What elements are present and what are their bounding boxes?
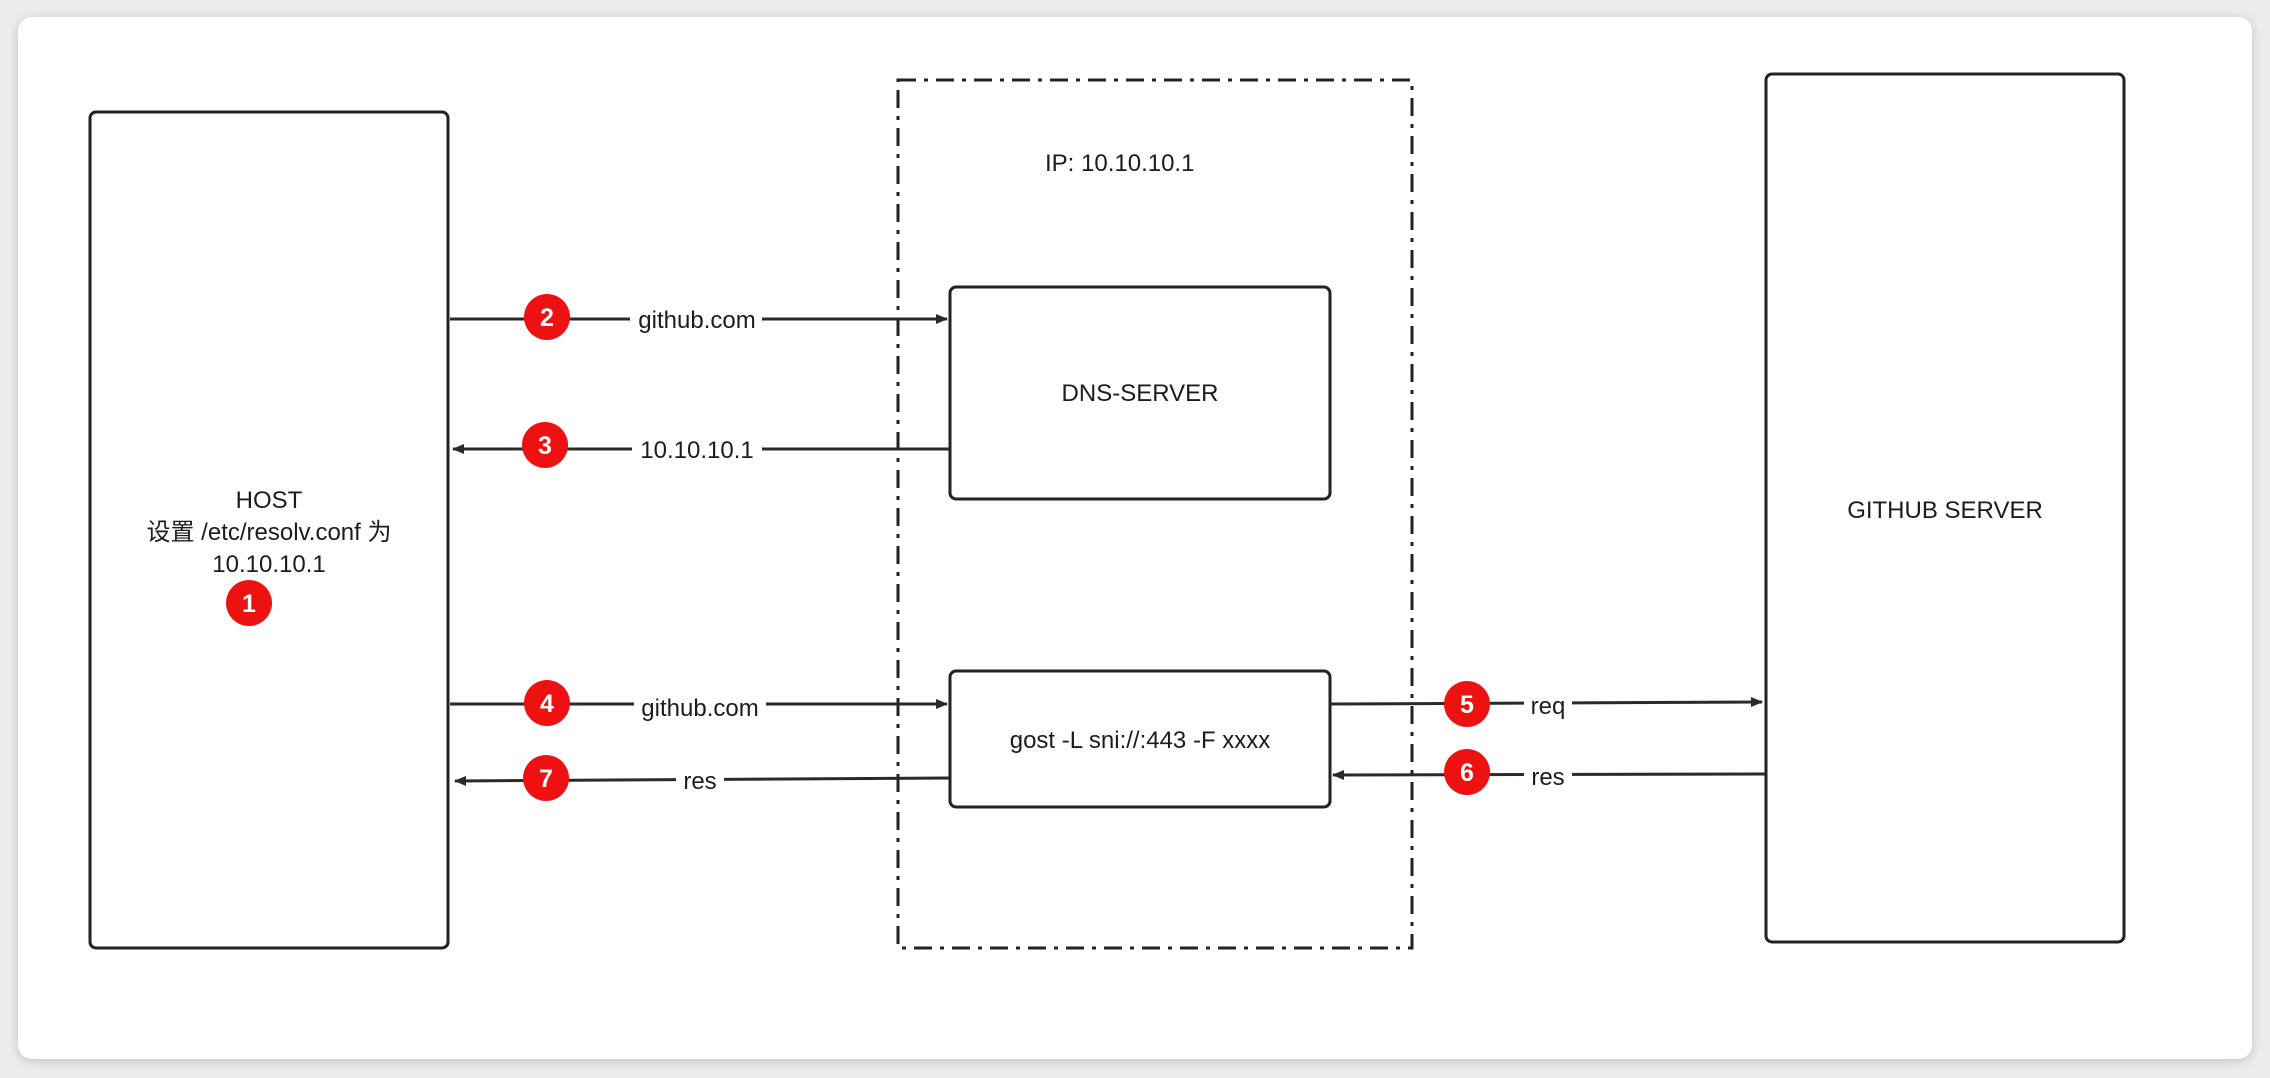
flow-3-dns-response: 10.10.10.1 3 — [452, 422, 950, 468]
step-badge-3-number: 3 — [538, 432, 552, 460]
flow-6-label: res — [1531, 764, 1564, 791]
dns-server-label: DNS-SERVER — [1062, 380, 1219, 407]
proxy-zone-ip-label: IP: 10.10.10.1 — [1045, 150, 1194, 177]
host-box — [88, 110, 450, 950]
flow-2-dns-query: github.com 2 — [450, 294, 948, 340]
step-badge-5-number: 5 — [1460, 691, 1474, 719]
flow-2-label: github.com — [638, 307, 755, 334]
flow-4-https-request: github.com 4 — [450, 680, 948, 726]
flow-5-forward-request: req 5 — [1330, 681, 1763, 727]
dns-server-box — [948, 285, 1332, 501]
proxy-zone-boundary — [896, 78, 1414, 950]
gost-proxy-label: gost -L sni://:443 -F xxxx — [1010, 727, 1271, 754]
step-badge-1-number: 1 — [242, 590, 256, 618]
flow-4-label: github.com — [641, 695, 758, 722]
flow-7-label: res — [683, 768, 716, 795]
flow-5-label: req — [1531, 693, 1566, 720]
flow-7-response-to-host: res 7 — [454, 755, 951, 801]
gost-proxy-box — [948, 669, 1332, 809]
host-ip: 10.10.10.1 — [212, 551, 325, 578]
step-badge-1: 1 — [226, 580, 272, 626]
step-badge-6-number: 6 — [1460, 759, 1474, 787]
github-server-box — [1764, 72, 2126, 944]
github-server-label: GITHUB SERVER — [1847, 497, 2043, 524]
host-title: HOST — [236, 487, 303, 514]
step-badge-7-number: 7 — [539, 765, 553, 793]
flow-3-label: 10.10.10.1 — [640, 437, 753, 464]
host-subtitle: 设置 /etc/resolv.conf 为 — [147, 519, 392, 546]
step-badge-4-number: 4 — [540, 690, 554, 718]
flow-6-github-response: res 6 — [1332, 749, 1767, 795]
step-badge-2-number: 2 — [540, 304, 554, 332]
